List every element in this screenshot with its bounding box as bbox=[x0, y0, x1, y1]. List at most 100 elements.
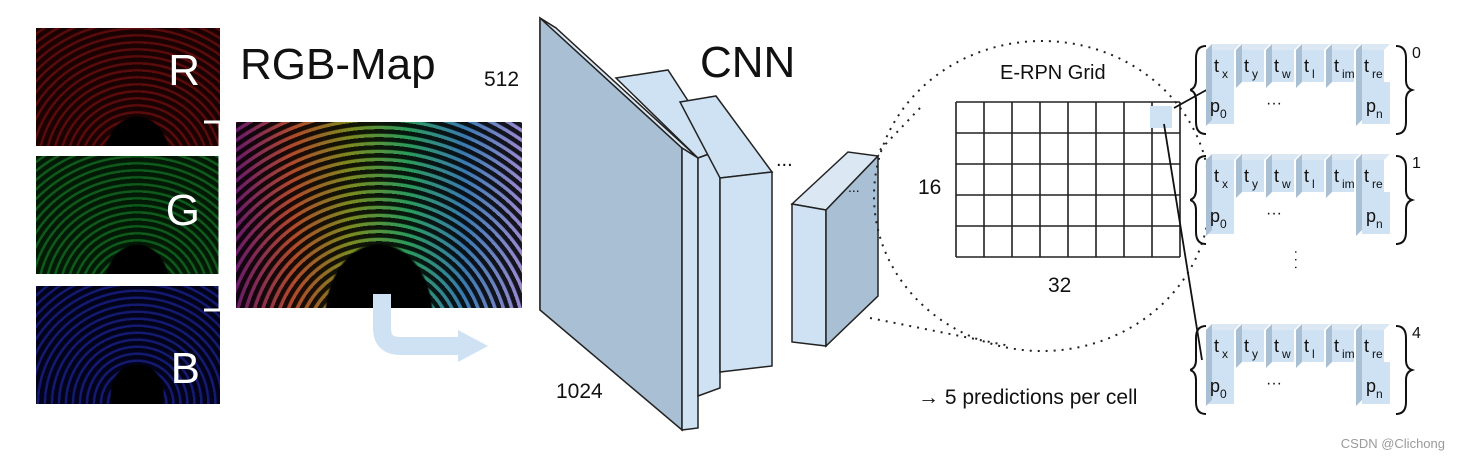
pred-cube-side bbox=[1356, 324, 1362, 368]
pred-leg-right bbox=[1362, 362, 1390, 404]
pred-term-sub: l bbox=[1312, 347, 1315, 361]
pred-term-sub: x bbox=[1222, 67, 1228, 81]
prediction-vertical-dots: . . . bbox=[1292, 250, 1308, 269]
pred-p0: p bbox=[1210, 206, 1220, 226]
pred-cube-top bbox=[1266, 44, 1300, 50]
pred-cube-side bbox=[1326, 324, 1332, 368]
pred-cube-side bbox=[1296, 324, 1302, 368]
pred-term-sub: y bbox=[1252, 177, 1258, 191]
pred-cube-side bbox=[1326, 44, 1332, 88]
pred-cube-top bbox=[1296, 324, 1330, 330]
pred-cube-top bbox=[1356, 154, 1390, 160]
input-width-label: 1024 bbox=[556, 380, 603, 403]
pred-term: t bbox=[1304, 166, 1309, 186]
pred-term: t bbox=[1364, 56, 1369, 76]
pred-cube-side bbox=[1206, 44, 1212, 88]
pred-p0-sub: 0 bbox=[1220, 107, 1227, 121]
pred-term: t bbox=[1364, 336, 1369, 356]
grid-title: E-RPN Grid bbox=[1000, 62, 1106, 84]
pred-term-sub: w bbox=[1281, 67, 1291, 81]
pred-term: t bbox=[1274, 166, 1279, 186]
prediction-index: 1 bbox=[1412, 155, 1421, 172]
pred-cube-side bbox=[1296, 44, 1302, 88]
pred-leg-right bbox=[1362, 192, 1390, 234]
erpn-grid bbox=[955, 101, 1181, 258]
pred-term: t bbox=[1334, 336, 1339, 356]
pred-term-sub: l bbox=[1312, 177, 1315, 191]
pred-term: t bbox=[1334, 56, 1339, 76]
pred-dots: ··· bbox=[1266, 205, 1282, 222]
pred-term: t bbox=[1304, 336, 1309, 356]
pred-cube-top bbox=[1236, 324, 1270, 330]
pred-term-sub: x bbox=[1222, 177, 1228, 191]
watermark: CSDN @Clichong bbox=[1340, 436, 1445, 451]
cnn-layer-3 bbox=[678, 95, 774, 373]
pred-term-sub: w bbox=[1281, 177, 1291, 191]
pred-p0-sub: 0 bbox=[1220, 387, 1227, 401]
channel-r-image: R bbox=[36, 28, 220, 146]
pred-cube-side bbox=[1206, 324, 1212, 368]
pred-term: t bbox=[1244, 56, 1249, 76]
pred-term: t bbox=[1244, 166, 1249, 186]
pred-cube-top bbox=[1206, 324, 1240, 330]
pred-term-sub: x bbox=[1222, 347, 1228, 361]
pred-cube-side bbox=[1236, 44, 1242, 88]
grid-highlight-cell bbox=[1150, 106, 1172, 128]
pred-term: t bbox=[1274, 56, 1279, 76]
grid-cols-label: 32 bbox=[1048, 274, 1072, 297]
pred-p0: p bbox=[1210, 376, 1220, 396]
grid-lines bbox=[955, 101, 1181, 258]
pred-cube-top bbox=[1206, 154, 1240, 160]
pred-cube-top bbox=[1266, 154, 1300, 160]
pred-cube-top bbox=[1326, 324, 1360, 330]
pred-cube-side bbox=[1206, 154, 1212, 198]
pred-cube-top bbox=[1296, 154, 1330, 160]
pred-pn: p bbox=[1366, 96, 1376, 116]
pred-p0-sub: 0 bbox=[1220, 217, 1227, 231]
pred-p0: p bbox=[1210, 96, 1220, 116]
pred-term-sub: re bbox=[1372, 347, 1383, 361]
cnn-title: CNN bbox=[700, 38, 796, 87]
pred-leg-left-side bbox=[1206, 186, 1212, 236]
rgb-to-cnn-arrow bbox=[373, 294, 488, 362]
pred-cube-side bbox=[1236, 324, 1242, 368]
pred-term: t bbox=[1304, 56, 1309, 76]
pred-cube-side bbox=[1236, 154, 1242, 198]
pred-cube-top bbox=[1356, 44, 1390, 50]
pred-leg-right-side bbox=[1356, 76, 1362, 126]
pred-term-sub: y bbox=[1252, 67, 1258, 81]
pred-leg-right-side bbox=[1356, 356, 1362, 406]
prediction-bracket-left bbox=[1190, 325, 1207, 415]
rgb-map-title: RGB-Map bbox=[240, 40, 436, 89]
prediction-bracket-right bbox=[1395, 45, 1416, 135]
pred-cube-top bbox=[1266, 324, 1300, 330]
pred-leg-left-side bbox=[1206, 76, 1212, 126]
pred-pn-sub: n bbox=[1376, 217, 1383, 231]
cnn-ellipsis-small: ... bbox=[848, 179, 860, 195]
pred-cube-side bbox=[1356, 154, 1362, 198]
cnn-blocks: ... ... bbox=[539, 16, 880, 432]
channel-g-label: G bbox=[165, 186, 200, 235]
pred-term-sub: w bbox=[1281, 347, 1291, 361]
prediction-bracket-left bbox=[1190, 155, 1207, 245]
pred-pn-sub: n bbox=[1376, 387, 1383, 401]
prediction-bracket-left bbox=[1190, 45, 1207, 135]
pred-leg-left-side bbox=[1206, 356, 1212, 406]
pred-cube-side bbox=[1356, 44, 1362, 88]
pred-term-sub: im bbox=[1342, 177, 1355, 191]
pred-cube-side bbox=[1326, 154, 1332, 198]
pred-term-sub: y bbox=[1252, 347, 1258, 361]
pred-term-sub: im bbox=[1342, 67, 1355, 81]
cnn-ellipsis: ... bbox=[776, 149, 793, 171]
prediction-bracket-right bbox=[1395, 325, 1416, 415]
pred-dots: ··· bbox=[1266, 375, 1282, 392]
pred-pn-sub: n bbox=[1376, 107, 1383, 121]
prediction-index: 4 bbox=[1412, 325, 1421, 342]
cnn-layer-1 bbox=[539, 16, 699, 432]
prediction-bracket-right bbox=[1395, 155, 1416, 245]
pred-term: t bbox=[1214, 166, 1219, 186]
